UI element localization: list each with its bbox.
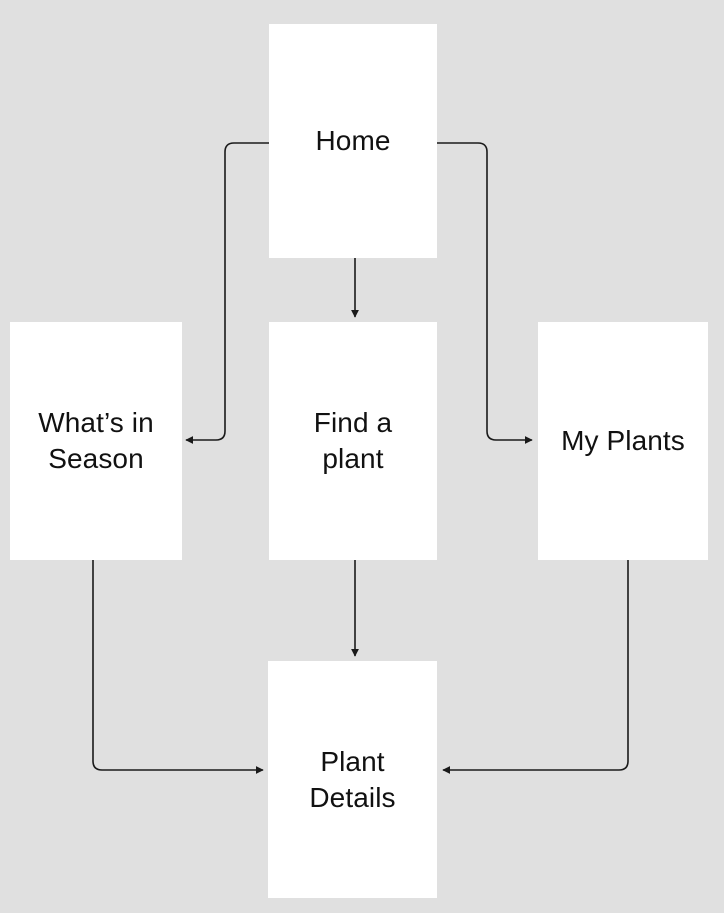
node-plant-details[interactable]: Plant Details <box>268 661 437 898</box>
node-my-plants[interactable]: My Plants <box>538 322 708 560</box>
node-my-plants-label: My Plants <box>561 425 685 456</box>
edge-home-to-my-plants <box>437 142 533 444</box>
edge-my-plants-to-plant-details <box>442 560 629 774</box>
node-whats-in-season-label: What’s in Season <box>38 407 154 474</box>
node-find-a-plant[interactable]: Find a plant <box>269 322 437 560</box>
node-find-a-plant-label: Find a plant <box>313 407 393 474</box>
node-whats-in-season[interactable]: What’s in Season <box>10 322 182 560</box>
edge-home-to-whats-in-season <box>185 142 269 444</box>
node-plant-details-label: Plant Details <box>309 745 396 813</box>
node-home-label: Home <box>315 125 391 156</box>
edge-whats-in-season-to-plant-details <box>92 560 264 774</box>
node-home[interactable]: Home <box>269 24 437 258</box>
